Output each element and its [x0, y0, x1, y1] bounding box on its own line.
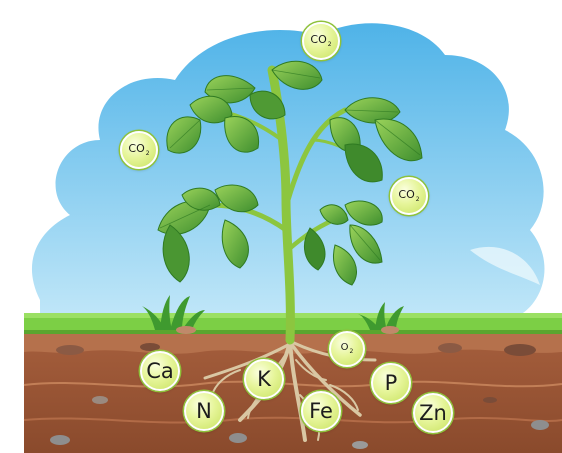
co2-label: CO2 [128, 143, 149, 157]
element-n: N [184, 391, 224, 431]
element-symbol: Zn [419, 403, 447, 424]
element-symbol: K [257, 369, 271, 390]
element-symbol: N [196, 401, 212, 422]
element-fe: Fe [301, 391, 341, 431]
element-symbol: Ca [146, 361, 174, 382]
element-ca: Ca [140, 351, 180, 391]
element-k: K [244, 359, 284, 399]
co2-molecule-left: CO2 [120, 131, 158, 169]
o2-label: O2 [341, 343, 354, 355]
co2-molecule-top: CO2 [302, 22, 340, 60]
element-symbol: P [385, 373, 398, 394]
co2-label: CO2 [398, 189, 419, 203]
element-p: P [371, 363, 411, 403]
co2-molecule-right: CO2 [390, 177, 428, 215]
o2-molecule: O2 [329, 331, 365, 367]
element-symbol: Fe [309, 401, 333, 422]
element-zn: Zn [413, 393, 453, 433]
co2-label: CO2 [310, 34, 331, 48]
